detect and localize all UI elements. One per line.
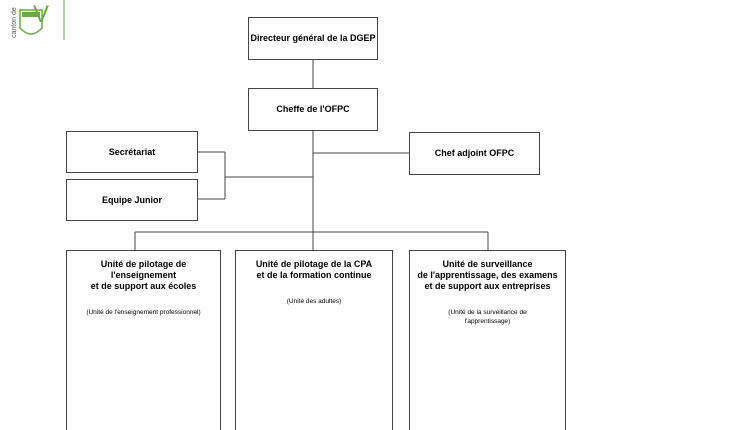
unit-title: Unité de pilotage de la CPA et de la for… xyxy=(255,259,373,280)
svg-text:V: V xyxy=(33,1,49,28)
unit-title: Unité de pilotage de l'enseignement et d… xyxy=(90,259,197,291)
unit-box-supervision: Unité de surveillance de l'apprentissage… xyxy=(409,250,566,430)
secretariat-box: Secrétariat xyxy=(66,131,198,173)
junior-team-box: Equipe Junior xyxy=(66,179,198,221)
deputy-title: Chef adjoint OFPC xyxy=(434,148,515,158)
head-title: Cheffe de l'OFPC xyxy=(276,104,350,114)
unit-subtitle: (Unité de la surveillance de l'apprentis… xyxy=(448,309,527,325)
unit-title: Unité de surveillance de l'apprentissage… xyxy=(417,259,558,291)
canton-vaud-logo: canton de V xyxy=(0,0,72,44)
unit-subtitle: (Unité de l'enseignement professionnel) xyxy=(86,309,201,316)
deputy-box: Chef adjoint OFPC xyxy=(409,132,540,175)
unit-box-adults: Unité de pilotage de la CPA et de la for… xyxy=(235,250,393,430)
head-box: Cheffe de l'OFPC xyxy=(248,88,378,131)
director-box: Directeur général de la DGEP xyxy=(248,17,378,60)
unit-subtitle: (Unité des adultes) xyxy=(286,298,342,305)
junior-team-title: Equipe Junior xyxy=(101,194,162,205)
director-title: Directeur général de la DGEP xyxy=(250,33,376,43)
unit-box-teaching: Unité de pilotage de l'enseignement et d… xyxy=(66,250,221,430)
secretariat-title: Secrétariat xyxy=(108,146,156,157)
svg-text:canton de: canton de xyxy=(11,7,18,38)
